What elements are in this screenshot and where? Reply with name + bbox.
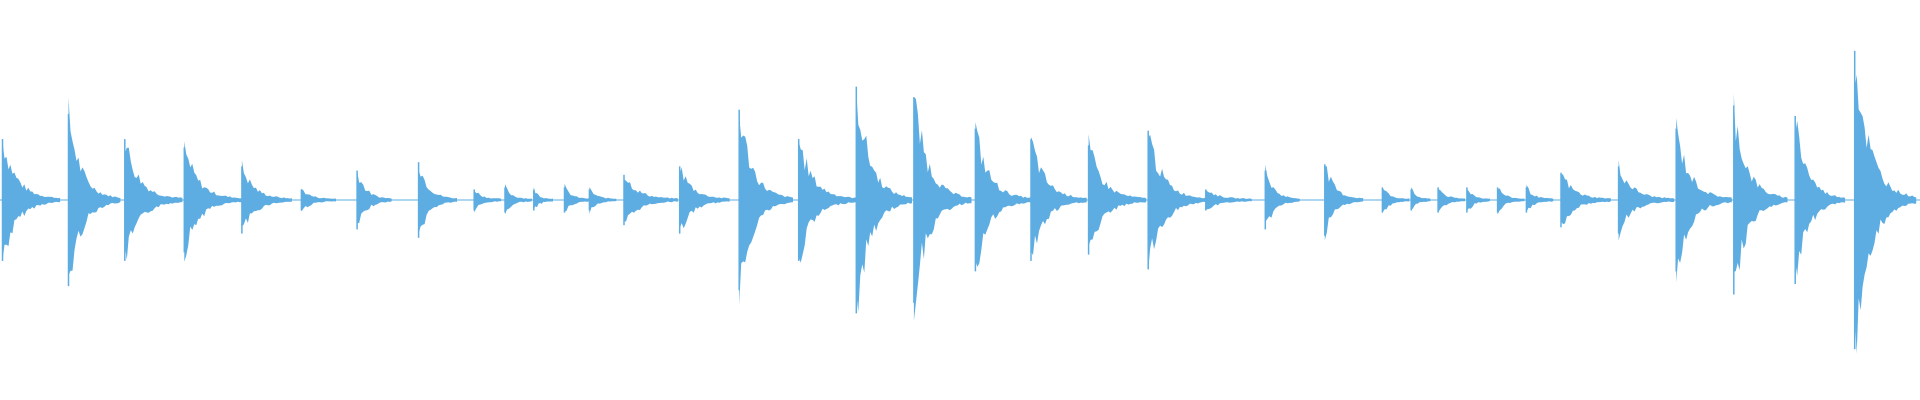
waveform-transient [1526,184,1554,213]
waveform-transient [1265,164,1300,222]
waveform-transient [505,184,532,215]
waveform-transient [589,187,617,214]
waveform-transient [1854,74,1917,354]
waveform-transient [533,186,553,209]
waveform-transient [739,115,793,306]
waveform-transient [1031,137,1087,256]
waveform-transient [975,122,1031,267]
waveform-transient [1088,134,1147,247]
waveform-transient [856,89,912,312]
waveform-transient [913,97,972,321]
waveform-transient [798,141,857,263]
waveform-transient [184,141,242,262]
waveform-transient [1324,166,1364,241]
onset-layer [1,50,1917,354]
waveform-transient [1148,134,1206,272]
waveform-transient [1561,174,1611,225]
waveform-transient [1438,189,1465,213]
waveform-transient [301,188,336,212]
waveform-transient [679,167,730,229]
waveform-transient [68,97,121,276]
waveform-transient [241,160,292,227]
waveform-transient [357,170,392,224]
waveform-transient [1795,120,1846,276]
waveform-transient [1618,160,1675,241]
waveform-transient [1382,187,1410,213]
waveform-transient [124,147,183,260]
waveform-transient [564,183,592,212]
waveform-transient [1205,189,1252,210]
waveform-transient [1466,189,1490,211]
waveform-transient [624,179,678,222]
waveform-transient [1497,188,1525,215]
waveform-transient [1411,187,1431,210]
waveform-transient [1676,118,1732,283]
waveform-transient [1733,93,1788,273]
waveform-transient [418,169,457,234]
waveform-transient [2,141,61,261]
waveform-transient [474,190,502,213]
